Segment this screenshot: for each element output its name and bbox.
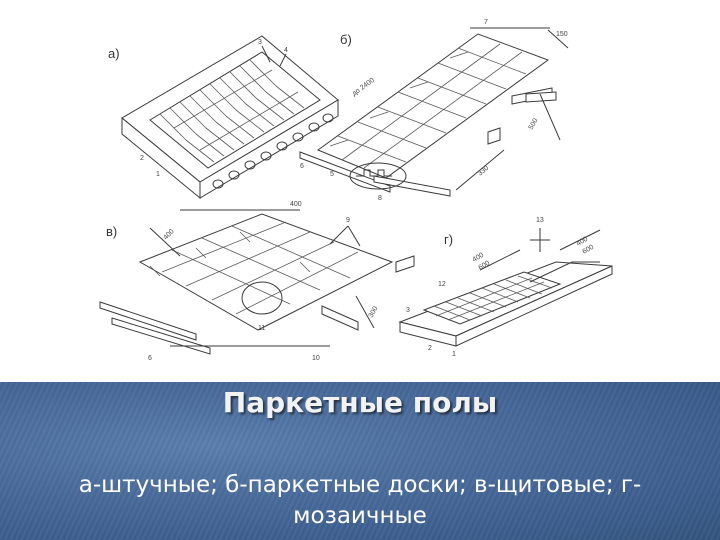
callout-a-3: 3 <box>258 39 262 46</box>
callout-g-400-left: 400 <box>472 252 486 264</box>
callout-v-400-left: 400 <box>162 228 175 241</box>
panel-g-side <box>455 265 613 347</box>
callout-g-12: 12 <box>438 281 446 288</box>
herringbone-field <box>149 51 321 169</box>
caption-band <box>0 382 720 540</box>
callout-g-600-right: 600 <box>582 244 596 256</box>
panel-v-surface <box>138 213 394 331</box>
callout-b-7: 7 <box>484 19 488 26</box>
slide-title: Паркетные полы <box>222 386 498 419</box>
slide-subtitle: а-штучные; б-паркетные доски; в-щитовые;… <box>78 472 642 529</box>
panel-label-b: б) <box>340 32 352 47</box>
tongue-groove-profile <box>356 169 392 177</box>
callout-b-length: до 2400 <box>351 77 376 98</box>
panel-a-piece-parquet: а) 3 4 2 1 <box>108 35 339 200</box>
callout-v-6: 6 <box>148 355 152 362</box>
callout-g-400-right: 400 <box>576 236 590 248</box>
callout-v-11: 11 <box>258 325 265 332</box>
callout-a-2: 2 <box>140 155 144 162</box>
callout-g-1: 1 <box>452 351 456 358</box>
parquet-floor-diagram: а) 3 4 2 1 <box>99 19 613 362</box>
callout-g-13: 13 <box>536 217 544 224</box>
callout-b-150: 150 <box>556 31 568 38</box>
mosaic-field <box>422 271 562 325</box>
callout-v-300: 300 <box>368 305 380 319</box>
callout-b-330: 330 <box>477 165 491 178</box>
callout-g-2: 2 <box>428 345 432 352</box>
callout-b-5: 5 <box>330 171 334 178</box>
callout-b-6: 6 <box>300 163 304 170</box>
callout-b-500: 500 <box>528 117 540 131</box>
board-surface <box>316 33 550 179</box>
detail-circle-v <box>241 281 283 315</box>
callout-a-4: 4 <box>284 47 288 54</box>
panel-label-v: в) <box>106 224 117 239</box>
callout-a-1: 1 <box>156 171 160 178</box>
panel-g-mosaic-parquet: г) 13 400 600 400 600 12 3 2 1 <box>398 217 613 358</box>
callout-v-9: 9 <box>346 217 350 224</box>
panel-v-panel-parquet: в) 400 400 9 300 11 6 10 <box>99 201 415 362</box>
callout-g-600-left: 600 <box>478 260 492 272</box>
panel-label-g: г) <box>444 232 453 247</box>
detail-circle-b <box>349 162 407 190</box>
callout-v-10: 10 <box>312 355 320 362</box>
panel-label-a: а) <box>108 46 120 61</box>
panel-a-side-face <box>199 99 339 199</box>
panel-b-parquet-boards: б) 7 150 до 2400 500 330 6 5 8 <box>299 19 569 202</box>
diagram-canvas: а) 3 4 2 1 <box>99 19 613 362</box>
callout-b-8: 8 <box>378 195 382 202</box>
peeled-paper <box>529 261 600 283</box>
callout-g-3: 3 <box>406 307 410 314</box>
callout-v-400-top: 400 <box>290 201 302 208</box>
